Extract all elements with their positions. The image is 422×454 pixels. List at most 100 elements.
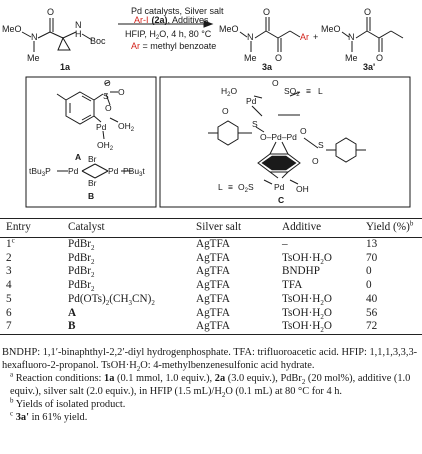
cat-a-pd: Pd [96, 122, 107, 132]
cat-c-o2s: O2S [238, 182, 254, 194]
cell-catalyst: A [68, 306, 77, 319]
col-yield: Yield (%)b [366, 219, 414, 233]
cell-yield: 40 [366, 292, 378, 305]
cell-catalyst: B [68, 320, 76, 333]
cat-b-pd1: Pd [68, 166, 79, 176]
cat-c-o-left: O [222, 106, 229, 116]
cell-yield: 56 [366, 306, 378, 319]
sm-label: 1a [60, 62, 71, 72]
cat-c-pd-top: Pd [246, 96, 257, 106]
table-row: 6 A AgTFA TsOH·H2O 56 [0, 307, 422, 321]
sm-nh-n: N [75, 20, 82, 30]
cell-catalyst: PdBr2 [68, 279, 95, 294]
cell-catalyst: PdBr2 [68, 265, 95, 280]
col-additive: Additive [282, 221, 322, 233]
sm-boc: Boc [90, 36, 106, 46]
cell-silver-salt: AgTFA [196, 279, 230, 292]
cat-b-pd2: Pd [108, 166, 119, 176]
prod-o2: O [275, 53, 282, 63]
cell-yield: 0 [366, 279, 372, 292]
cell-catalyst: PdBr2 [68, 238, 95, 253]
cell-yield: 72 [366, 320, 378, 333]
table-row: 4 PdBr2 AgTFA TFA 0 [0, 279, 422, 293]
col-entry: Entry [6, 221, 31, 233]
cat-c-so2: SO2 [284, 86, 300, 98]
prod-me: Me [244, 53, 257, 63]
abbreviations-note: BNDHP: 1,1′-binaphthyl-2,2′-diyl hydroge… [2, 347, 418, 374]
reaction-scheme: MeO N Me O H N Boc 1a Pd catalysts, Silv… [2, 6, 411, 208]
cat-c-o-right: O [300, 126, 307, 136]
cell-entry: 3 [6, 265, 12, 278]
cell-entry: 6 [6, 306, 12, 319]
prod-label: 3a [262, 62, 273, 72]
cat-c-o-bridge: O [272, 78, 279, 88]
cell-additive: – [282, 238, 288, 250]
cell-entry: 7 [6, 320, 12, 333]
table-header-row: Entry Catalyst Silver salt Additive Yiel… [0, 218, 422, 238]
cell-entry: 5 [6, 292, 12, 305]
cell-silver-salt: AgTFA [196, 238, 230, 250]
cat-c-h2o: H2O [221, 86, 237, 98]
byprod-me: Me [345, 53, 358, 63]
cell-additive: TFA [282, 279, 303, 292]
cat-a-o-top: O [104, 78, 111, 88]
cat-a-o-right: O [118, 87, 125, 97]
cell-entry: 4 [6, 279, 12, 292]
cat-c-s-right: S [318, 140, 324, 150]
cat-c-eq-top: ≡ [306, 86, 311, 96]
cat-a-o-bottom: O [105, 103, 112, 113]
sm-me: Me [27, 53, 40, 63]
optimization-table: Entry Catalyst Silver salt Additive Yiel… [0, 218, 422, 335]
table-row: 5 Pd(OTs)2(CH3CN)2 AgTFA TsOH·H2O 40 [0, 293, 422, 307]
cell-additive: TsOH·H2O [282, 292, 332, 308]
conditions-line-4: Ar = methyl benzoate [131, 41, 216, 51]
cat-a-oh2-1: OH2 [118, 121, 135, 133]
cat-a-s: S [103, 91, 109, 101]
conditions-line-1: Pd catalysts, Silver salt [131, 6, 224, 16]
byprod-label: 3a' [363, 62, 375, 72]
byprod-o2: O [376, 53, 383, 63]
sm-o: O [47, 7, 54, 17]
cat-b-br1: Br [88, 154, 97, 164]
cell-silver-salt: AgTFA [196, 320, 230, 333]
footnote-b: b Yields of isolated product. [10, 396, 126, 410]
cat-c-l-bottom: L [218, 182, 223, 192]
cell-yield: 70 [366, 251, 378, 264]
table-row: 7 B AgTFA TsOH·H2O 72 [0, 320, 422, 335]
cat-a-oh2-2: OH2 [97, 140, 114, 152]
sm-meo: MeO [2, 24, 22, 34]
cell-additive: TsOH·H2O [282, 320, 332, 335]
cat-b-br2: Br [88, 178, 97, 188]
prod-n: N [247, 32, 254, 42]
cat-c-l-top: L [318, 86, 323, 96]
prod-o1: O [263, 7, 270, 17]
cell-yield: 0 [366, 265, 372, 278]
cat-c-label: C [278, 195, 284, 205]
cat-c-oh: OH [296, 184, 309, 194]
cell-catalyst: Pd(OTs)2(CH3CN)2 [68, 292, 155, 308]
cell-silver-salt: AgTFA [196, 306, 230, 319]
cell-entry: 2 [6, 251, 12, 264]
cat-b-label: B [88, 191, 94, 201]
cell-silver-salt: AgTFA [196, 251, 230, 264]
byprod-o1: O [364, 7, 371, 17]
table-footnotes: BNDHP: 1,1′-binaphthyl-2,2′-diyl hydroge… [2, 346, 420, 424]
cell-additive: BNDHP [282, 265, 320, 278]
conditions-line-3: HFIP, H2O, 4 h, 80 °C [125, 29, 212, 41]
col-catalyst: Catalyst [68, 221, 105, 233]
cell-additive: TsOH·H2O [282, 306, 332, 321]
col-silver-salt: Silver salt [196, 221, 242, 233]
footnote-a: a Reaction conditions: 1a (0.1 mmol, 1.0… [10, 370, 411, 400]
cell-silver-salt: AgTFA [196, 292, 230, 305]
cat-c-o-pd: O–Pd–Pd [260, 132, 297, 142]
h2o-sub: 2 [156, 35, 160, 41]
byprod-n: N [348, 32, 355, 42]
cat-c-o-right2: O [312, 156, 319, 166]
prod-ar: Ar [300, 32, 309, 42]
cat-c-eq-bottom: ≡ [228, 182, 233, 192]
cat-a-label: A [75, 152, 81, 162]
cat-c-s-left: S [252, 119, 258, 129]
